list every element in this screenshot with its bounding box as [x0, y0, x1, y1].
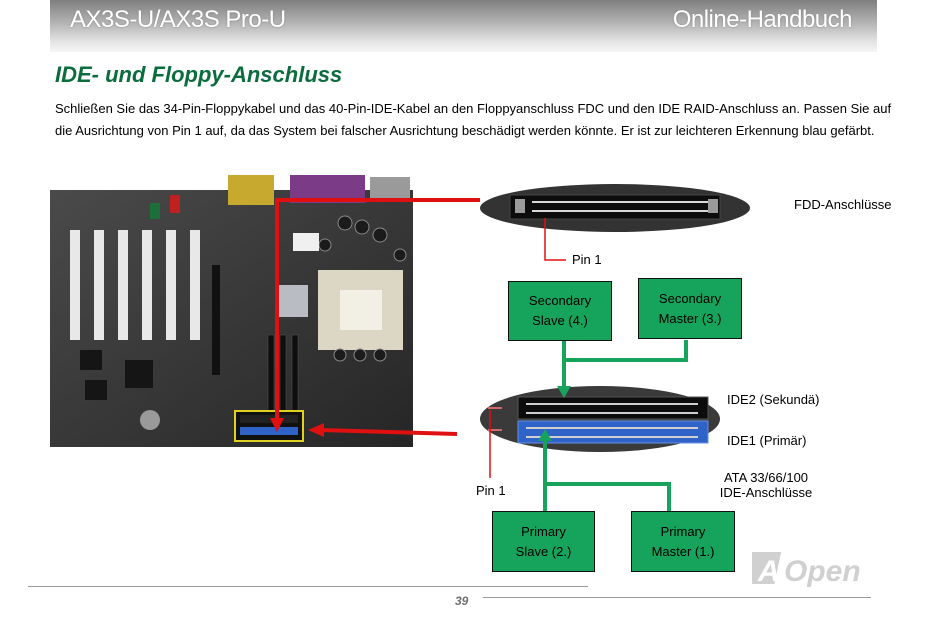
pin1-ide-label: Pin 1: [476, 483, 506, 498]
page-number: 39: [455, 594, 469, 608]
manual-type-title: Online-Handbuch: [672, 6, 853, 33]
box-line2: Slave (2.): [515, 543, 572, 559]
ide2-label: IDE2 (Sekundä): [727, 392, 820, 407]
aopen-logo: A Open: [752, 552, 861, 588]
box-line2: Slave (4.): [532, 313, 588, 328]
footer-divider-right: [483, 597, 871, 598]
ata-label-line1: ATA 33/66/100: [723, 470, 809, 485]
page-header: AX3S-U/AX3S Pro-U Online-Handbuch: [50, 0, 877, 52]
instruction-paragraph: Schließen Sie das 34-Pin-Floppykabel und…: [55, 101, 892, 138]
primary-slave-box: Primary Slave (2.): [492, 511, 595, 572]
secondary-master-box: Secondary Master (3.): [638, 278, 742, 339]
ide-connectors-image: [480, 386, 720, 452]
svg-text:A: A: [757, 555, 780, 588]
motherboard-photo: [50, 175, 413, 447]
page-title: IDE- und Floppy-Anschluss: [55, 62, 343, 87]
primary-master-box: Primary Master (1.): [631, 511, 735, 572]
box-line2: Master (3.): [658, 310, 722, 326]
box-line2: Master (1.): [651, 543, 715, 559]
box-line1: Secondary: [528, 293, 592, 308]
box-line1: Primary: [660, 523, 706, 539]
primary-cable-line: [543, 482, 671, 512]
ide1-label: IDE1 (Primär): [727, 433, 807, 448]
manual-model-title: AX3S-U/AX3S Pro-U: [70, 6, 286, 33]
box-line1: Secondary: [658, 290, 722, 306]
svg-text:Open: Open: [784, 555, 861, 588]
box-line1: Primary: [521, 523, 566, 539]
fdd-connector-image: [480, 184, 750, 232]
footer-divider-left: [28, 586, 588, 587]
secondary-slave-box: Secondary Slave (4.): [508, 281, 612, 341]
pin1-fdd-label: Pin 1: [572, 252, 602, 267]
secondary-cable-line: [562, 340, 688, 362]
fdd-connectors-label: FDD-Anschlüsse: [794, 197, 892, 212]
ata-label-line2: IDE-Anschlüsse: [719, 485, 813, 500]
